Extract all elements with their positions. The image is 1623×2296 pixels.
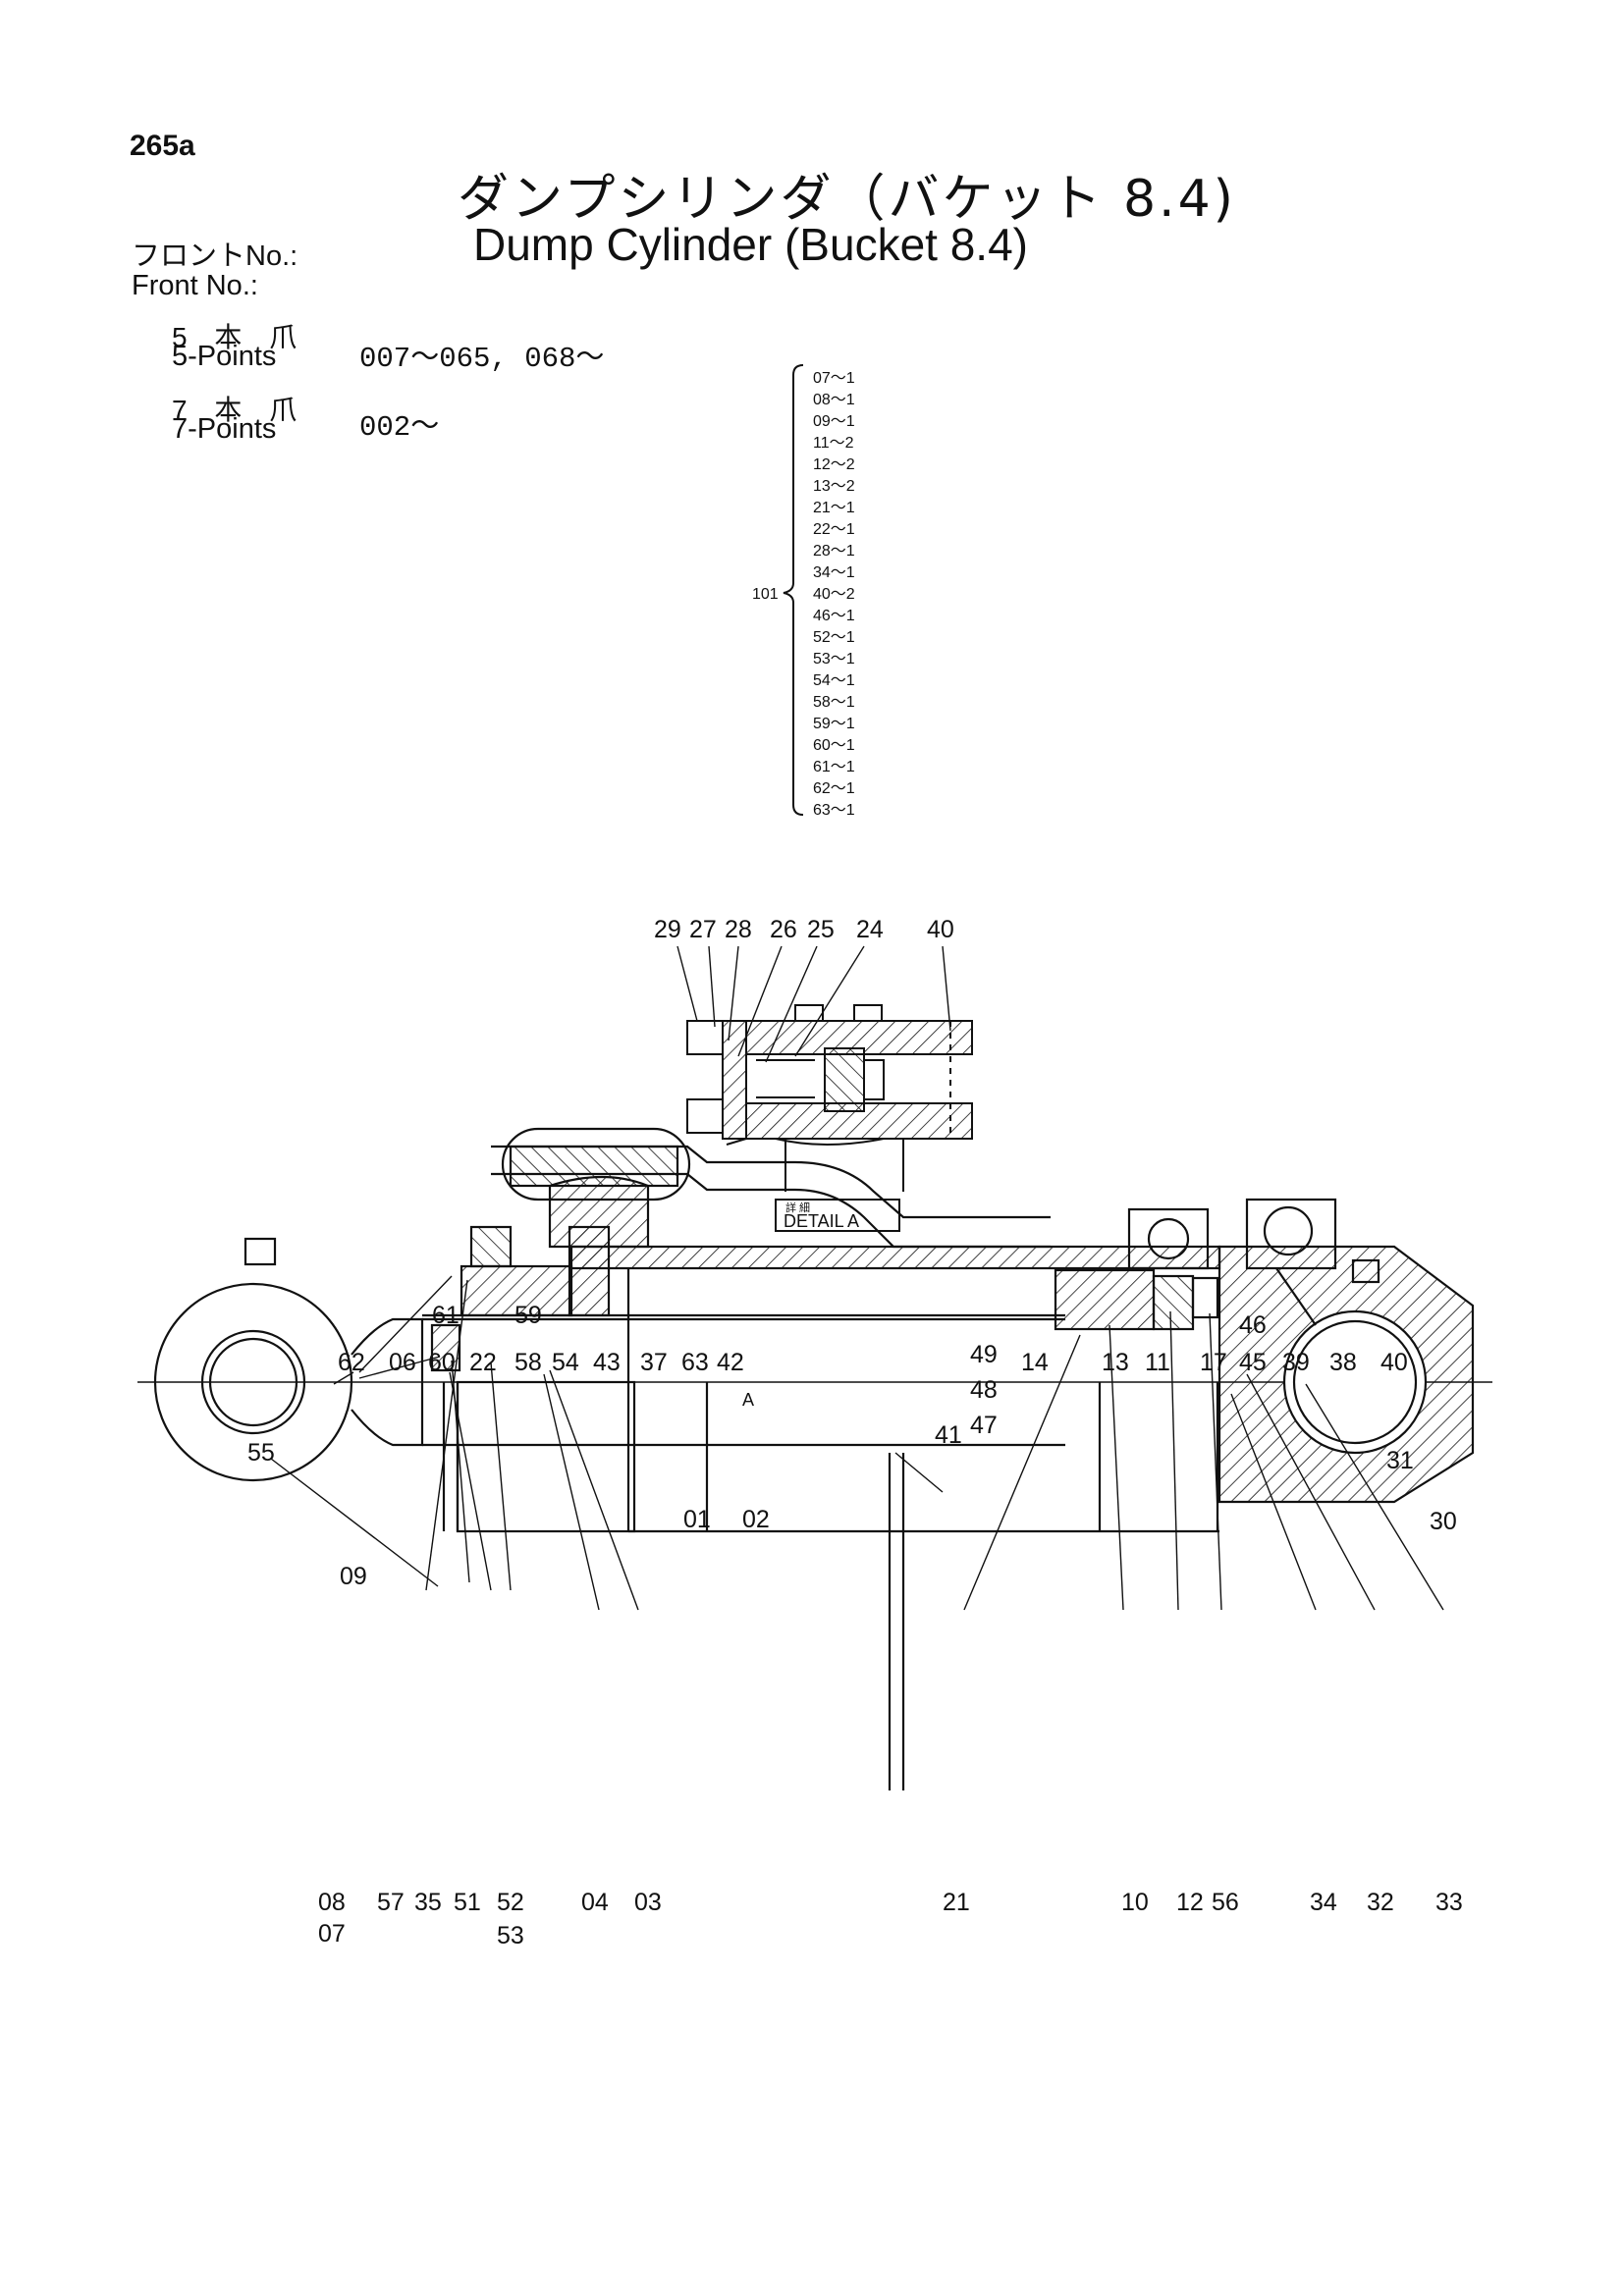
detail-a-drawing bbox=[686, 1004, 973, 1192]
applicability-5-ja: 5 本 爪 bbox=[172, 322, 307, 352]
kit-item: 60～1 bbox=[813, 737, 855, 754]
callout-52: 52 bbox=[497, 1889, 524, 1916]
callout-56: 56 bbox=[1212, 1889, 1239, 1916]
callout-34: 34 bbox=[1310, 1889, 1337, 1916]
detail-callout-24: 24 bbox=[856, 916, 884, 943]
callout-detail-ref: A bbox=[742, 1390, 754, 1410]
kit-item: 63～1 bbox=[813, 802, 855, 819]
kit-item: 53～1 bbox=[813, 651, 855, 667]
kit-label: 101 bbox=[752, 586, 779, 603]
callout-46: 46 bbox=[1239, 1311, 1267, 1339]
callout-47: 47 bbox=[970, 1412, 998, 1439]
callout-43: 43 bbox=[593, 1349, 621, 1376]
detail-callout-26: 26 bbox=[770, 916, 797, 943]
callout-45: 45 bbox=[1239, 1349, 1267, 1376]
detail-callout-27: 27 bbox=[689, 916, 717, 943]
kit-item: 52～1 bbox=[813, 629, 855, 646]
callout-38: 38 bbox=[1329, 1349, 1357, 1376]
callout-42: 42 bbox=[717, 1349, 744, 1376]
callout-39: 39 bbox=[1282, 1349, 1310, 1376]
kit-item: 54～1 bbox=[813, 672, 855, 689]
callout-32: 32 bbox=[1367, 1889, 1394, 1916]
kit-item: 61～1 bbox=[813, 759, 855, 775]
detail-callout-40: 40 bbox=[927, 916, 954, 943]
title-japanese: ダンプシリンダ（バケット 8.4) bbox=[458, 170, 1236, 229]
callout-62: 62 bbox=[338, 1349, 365, 1376]
kit-item: 09～1 bbox=[813, 413, 855, 430]
kit-item: 13～2 bbox=[813, 478, 855, 495]
kit-item: 34～1 bbox=[813, 564, 855, 581]
title-english: Dump Cylinder (Bucket 8.4) bbox=[473, 219, 1028, 270]
callout-02: 02 bbox=[742, 1506, 770, 1533]
callout-10: 10 bbox=[1121, 1889, 1149, 1916]
cylinder-leaders bbox=[270, 1275, 1444, 1611]
applicability-7-en: 7-Points bbox=[172, 413, 277, 445]
callout-14: 14 bbox=[1021, 1349, 1049, 1376]
callout-51: 51 bbox=[454, 1889, 481, 1916]
page-number: 265a bbox=[130, 130, 195, 162]
detail-callout-28: 28 bbox=[725, 916, 752, 943]
cylinder-drawing bbox=[137, 1127, 1492, 1790]
applicability-5-en: 5-Points bbox=[172, 341, 277, 372]
detail-a-label: DETAIL A bbox=[784, 1211, 859, 1231]
callout-07: 07 bbox=[318, 1920, 346, 1948]
callout-55: 55 bbox=[247, 1439, 275, 1467]
detail-callout-29: 29 bbox=[654, 916, 681, 943]
callout-03: 03 bbox=[634, 1889, 662, 1916]
kit-item: 62～1 bbox=[813, 780, 855, 797]
callout-11: 11 bbox=[1145, 1349, 1170, 1376]
kit-item: 08～1 bbox=[813, 392, 855, 408]
kit-item: 40～2 bbox=[813, 586, 855, 603]
callout-17: 17 bbox=[1200, 1349, 1227, 1376]
callout-54: 54 bbox=[552, 1349, 579, 1376]
callout-35: 35 bbox=[414, 1889, 442, 1916]
kit-list: 101 07～1 08～1 09～1 11～2 12～2 13～2 21～1 2… bbox=[752, 364, 855, 819]
callout-08: 08 bbox=[318, 1889, 346, 1916]
callout-41: 41 bbox=[935, 1421, 962, 1449]
callout-04: 04 bbox=[581, 1889, 609, 1916]
front-no-label-en: Front No.: bbox=[132, 270, 258, 301]
callout-01: 01 bbox=[683, 1506, 711, 1533]
callout-22: 22 bbox=[469, 1349, 497, 1376]
kit-item: 46～1 bbox=[813, 608, 855, 624]
callout-33: 33 bbox=[1435, 1889, 1463, 1916]
detail-a-callouts: 29 27 28 26 25 24 40 bbox=[654, 916, 954, 943]
applicability-7-ja: 7 本 爪 bbox=[172, 395, 307, 425]
callout-58: 58 bbox=[514, 1349, 542, 1376]
detail-a-leaders bbox=[676, 945, 951, 1063]
callout-57: 57 bbox=[377, 1889, 405, 1916]
applicability-5-range: 007～065, 068～ bbox=[359, 343, 605, 375]
kit-item: 28～1 bbox=[813, 543, 855, 560]
kit-item: 59～1 bbox=[813, 716, 855, 732]
cylinder-callouts: 61 59 62 06 60 22 58 54 43 37 63 42 49 4… bbox=[247, 1302, 1463, 1949]
kit-item: 07～1 bbox=[813, 370, 855, 387]
kit-item: 11～2 bbox=[813, 435, 854, 452]
callout-37: 37 bbox=[640, 1349, 668, 1376]
callout-21: 21 bbox=[943, 1889, 970, 1916]
callout-40: 40 bbox=[1380, 1349, 1408, 1376]
callout-12: 12 bbox=[1176, 1889, 1204, 1916]
callout-63: 63 bbox=[681, 1349, 709, 1376]
callout-31: 31 bbox=[1386, 1447, 1414, 1474]
kit-item: 58～1 bbox=[813, 694, 855, 711]
callout-06: 06 bbox=[389, 1349, 416, 1376]
callout-53: 53 bbox=[497, 1922, 524, 1949]
applicability-7-range: 002～ bbox=[359, 411, 440, 444]
kit-item: 21～1 bbox=[813, 500, 855, 516]
callout-09: 09 bbox=[340, 1563, 367, 1590]
front-no-label-ja: フロントNo.: bbox=[132, 240, 298, 272]
callout-30: 30 bbox=[1430, 1508, 1457, 1535]
detail-callout-25: 25 bbox=[807, 916, 835, 943]
callout-60: 60 bbox=[428, 1349, 456, 1376]
kit-item: 12～2 bbox=[813, 456, 855, 473]
callout-49: 49 bbox=[970, 1341, 998, 1368]
callout-48: 48 bbox=[970, 1376, 998, 1404]
callout-61: 61 bbox=[432, 1302, 460, 1329]
detail-a-label-ja: 詳 細 bbox=[785, 1201, 810, 1214]
kit-item: 22～1 bbox=[813, 521, 855, 538]
callout-13: 13 bbox=[1102, 1349, 1129, 1376]
callout-59: 59 bbox=[514, 1302, 542, 1329]
